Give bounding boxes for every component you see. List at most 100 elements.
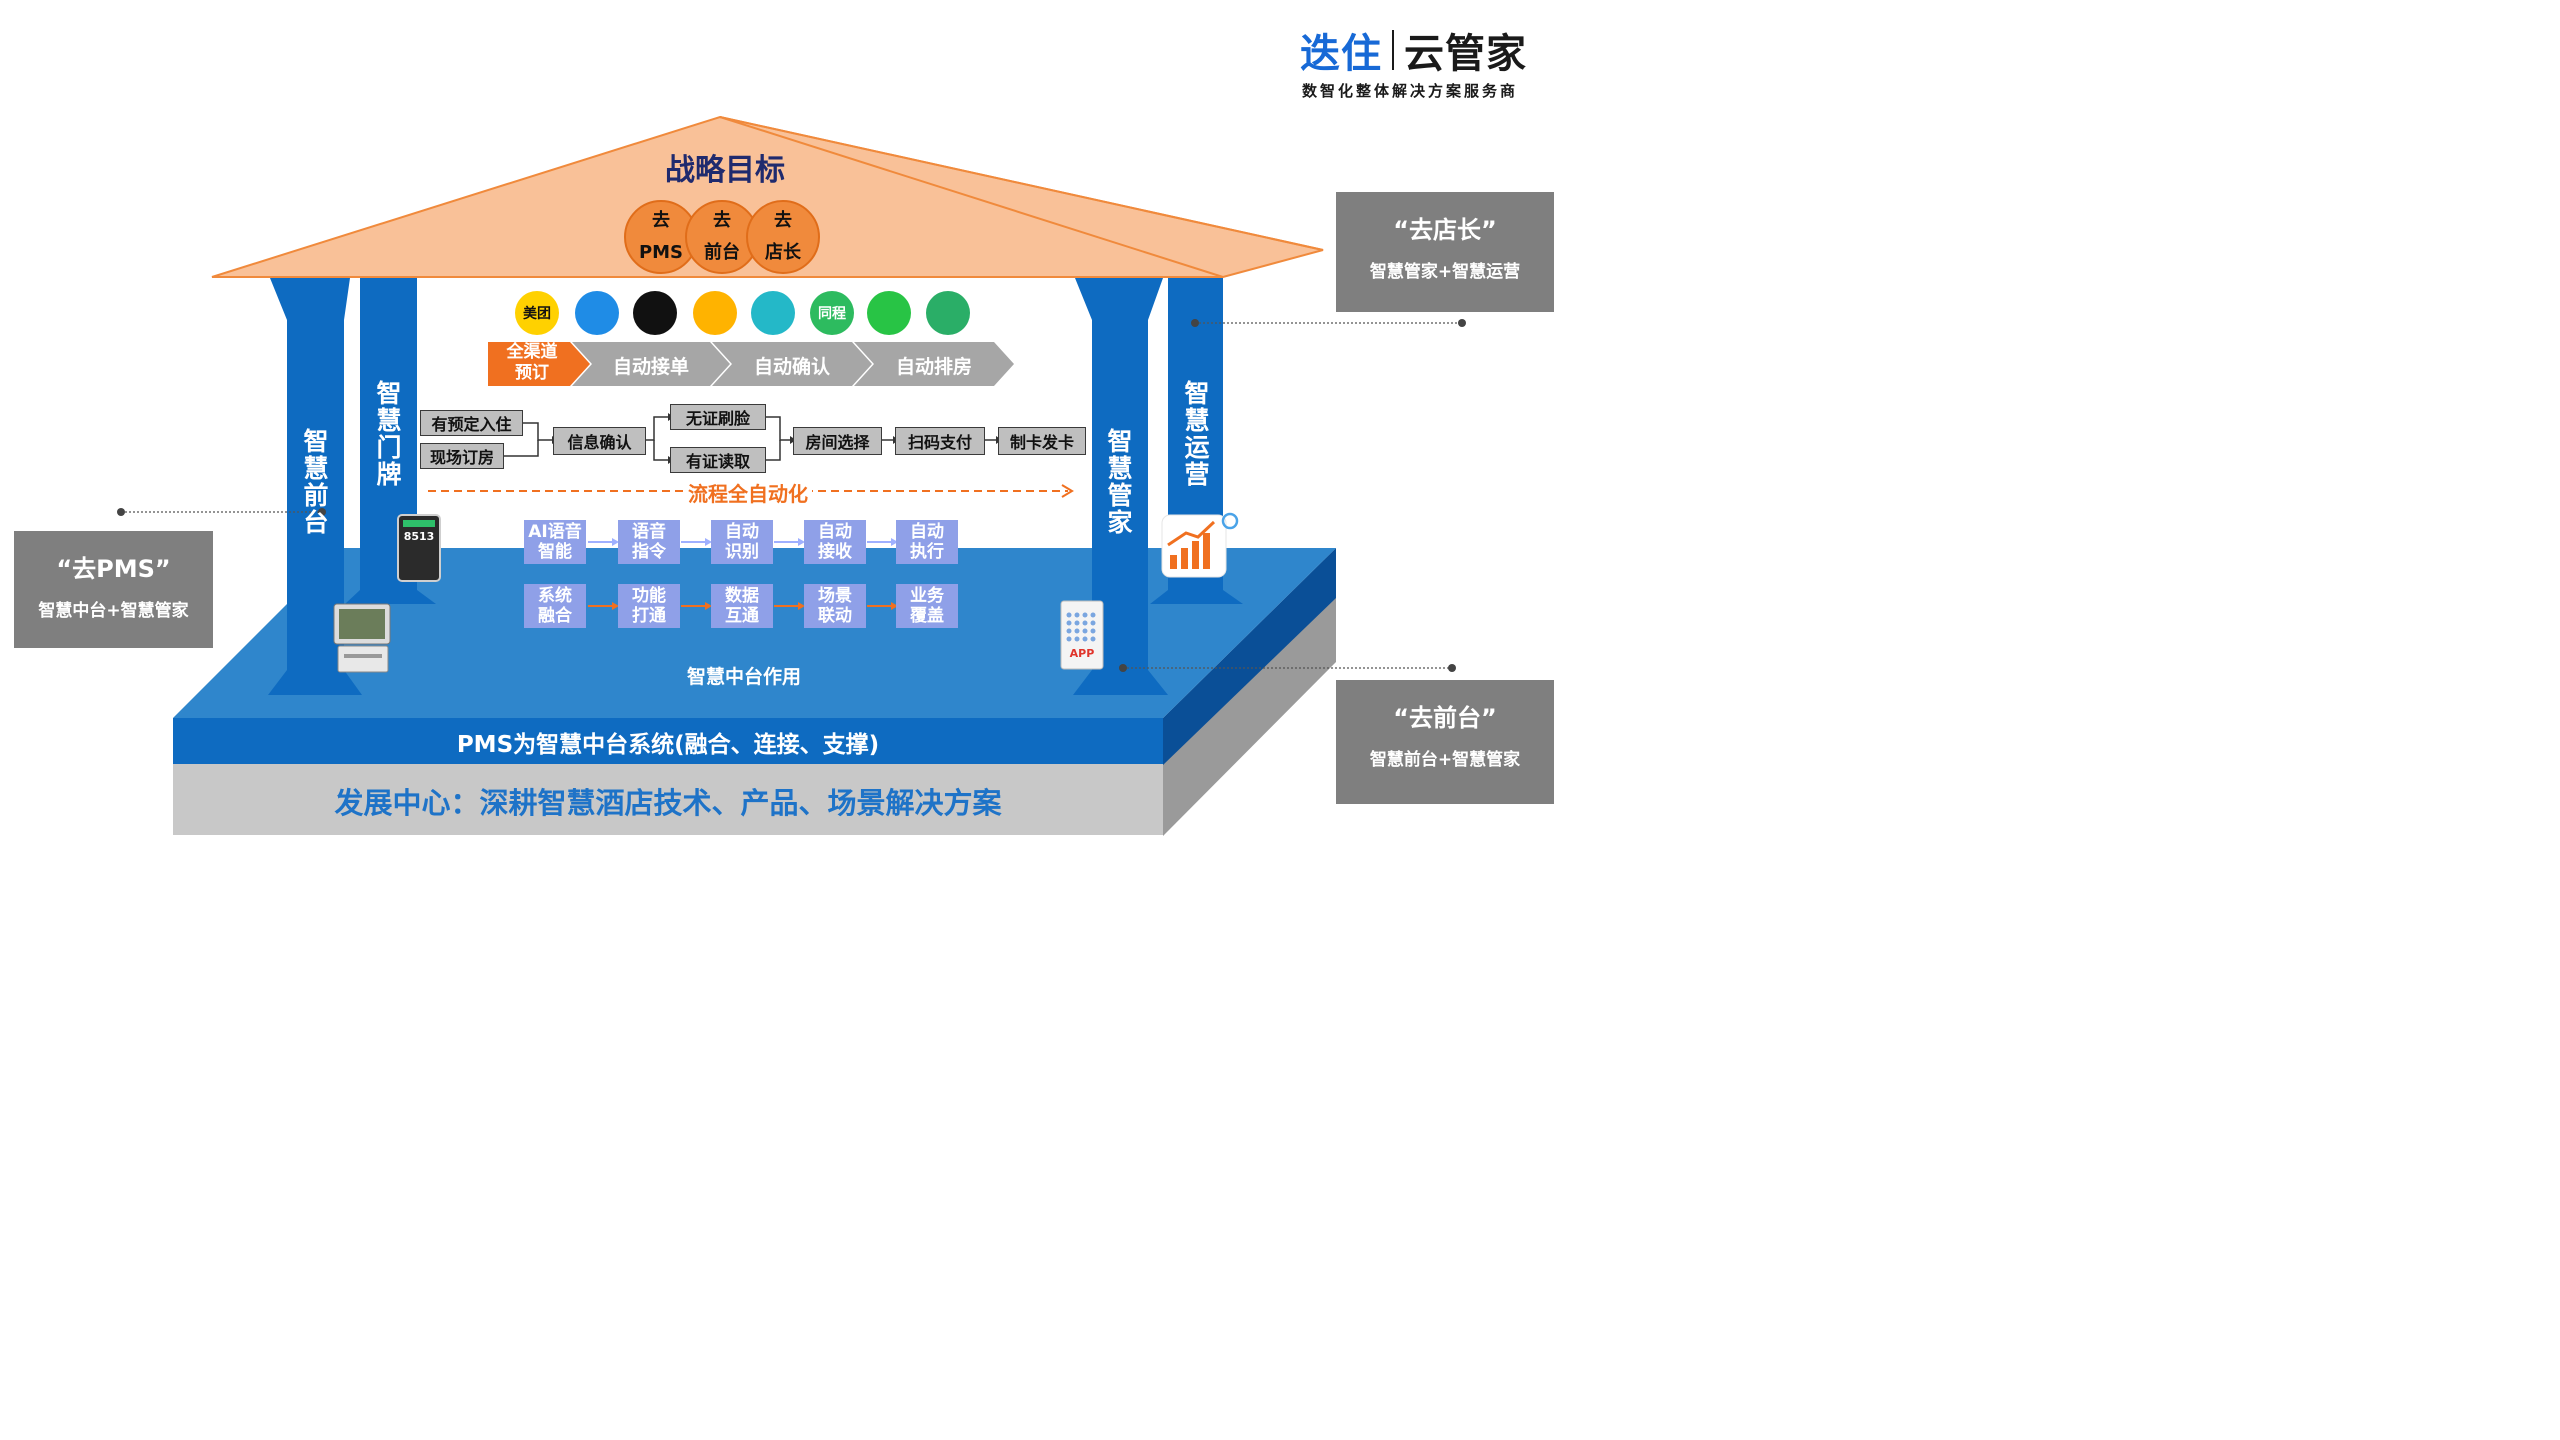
- pillar-left-outer: [268, 278, 362, 695]
- pillar-right-inner-label: 智慧管家: [1104, 428, 1133, 536]
- chevron-orange-line2: 预订: [515, 363, 549, 383]
- platform-row2-box-l1: 功能: [632, 586, 666, 606]
- callout-dots: [117, 319, 1466, 672]
- doorplate-number: 8513: [403, 530, 435, 543]
- callout-left: “去PMS” 智慧中台+智慧管家: [14, 531, 213, 648]
- kiosk-device: [333, 603, 391, 673]
- tongcheng-icon: 同程: [810, 291, 854, 335]
- platform-row2-box-l2: 覆盖: [910, 606, 944, 626]
- pillar-right-outer-label: 智慧运营: [1181, 380, 1210, 488]
- platform-caption: 智慧中台作用: [686, 666, 801, 688]
- flow-walkin-booking: 现场订房: [420, 443, 504, 469]
- platform-row2-box-l1: 系统: [538, 586, 572, 606]
- platform-row2-box: 业务覆盖: [896, 584, 958, 628]
- platform-row1-box-l1: 语音: [632, 522, 666, 542]
- tongcheng-label: 同程: [818, 306, 846, 322]
- qunar-icon: [751, 291, 795, 335]
- pillar-right-inner: [1073, 278, 1168, 695]
- callout-right-top: “去店长” 智慧管家+智慧运营: [1336, 192, 1554, 312]
- platform-row1-box-l1: 自动: [910, 522, 944, 542]
- flow-id-read: 有证读取: [670, 447, 766, 473]
- platform-row1-box-l1: AI语音: [528, 522, 582, 542]
- callout-leaders: [121, 322, 1462, 669]
- meituan-label: 美团: [523, 306, 551, 322]
- platform-row1-box: 语音指令: [618, 520, 680, 564]
- platform-row1-box: 自动执行: [896, 520, 958, 564]
- chevron-orange-label: 全渠道 预订: [490, 342, 574, 384]
- platform-row1-box-l2: 接收: [818, 542, 852, 562]
- platform-row2-box-l1: 业务: [910, 586, 944, 606]
- flow-face-scan: 无证刷脸: [670, 404, 766, 430]
- platform-row2-box: 数据互通: [711, 584, 773, 628]
- strategy-title: 战略目标: [665, 153, 785, 188]
- automation-label: 流程全自动化: [684, 478, 812, 507]
- fliggy-icon: [693, 291, 737, 335]
- chevron-orange: [488, 342, 590, 386]
- checkin-flow-connectors: [503, 416, 996, 461]
- goal-circle-pms-top: 去: [652, 210, 670, 231]
- platform-row1-box-l2: 指令: [632, 542, 666, 562]
- flow-info-confirm: 信息确认: [553, 427, 646, 455]
- douyin-icon: [633, 291, 677, 335]
- platform-row1-box: 自动识别: [711, 520, 773, 564]
- platform-row1-box-l2: 识别: [725, 542, 759, 562]
- automation-arrowhead: [1061, 484, 1074, 498]
- row1-arrowheads: [612, 538, 898, 546]
- base-band-bg: [173, 764, 1163, 835]
- chevron-3: [854, 342, 1014, 386]
- base-side-face: [1163, 592, 1336, 836]
- doorplate-device: [397, 514, 441, 582]
- flow-reserved-checkin: 有预定入住: [420, 410, 523, 436]
- pillar-left-outer-label: 智慧前台: [300, 428, 329, 536]
- ctrip-icon: [575, 291, 619, 335]
- goal-circle-frontdesk-top: 去: [713, 210, 731, 231]
- goal-circle-pms-bottom: PMS: [638, 242, 684, 263]
- platform-row1-box: 自动接收: [804, 520, 866, 564]
- chevron-2: [712, 342, 872, 386]
- goal-circle-manager-bottom: 店长: [765, 242, 801, 263]
- brand-logo: 迭住 云管家: [1300, 24, 1527, 77]
- chevron-2-label: 自动确认: [753, 356, 830, 378]
- roof-ridge-line-2: [719, 116, 1224, 278]
- house-diagram-shapes: [117, 115, 1466, 836]
- base-band: 发展中心：深耕智慧酒店技术、产品、场景解决方案: [334, 786, 1002, 820]
- growth-chart-card: [1161, 512, 1239, 578]
- pms-band-bg: [173, 718, 1163, 764]
- chevron-orange-line1: 全渠道: [506, 342, 558, 362]
- row2-arrowheads: [612, 602, 898, 610]
- chevron-1-label: 自动接单: [612, 356, 689, 378]
- platform-row2-box-l1: 场景: [818, 586, 852, 606]
- goal-circle-manager-top: 去: [774, 210, 792, 231]
- phone-app-label: APP: [1069, 647, 1095, 660]
- platform-row1-box-l1: 自动: [818, 522, 852, 542]
- brand-divider: [1392, 30, 1394, 70]
- wechat-icon: [867, 291, 911, 335]
- callout-left-sub: 智慧中台+智慧管家: [38, 601, 189, 621]
- flow-scan-pay: 扫码支付: [895, 427, 985, 455]
- brand-logo-mark: 迭住: [1300, 31, 1382, 77]
- platform-row1-box-l2: 执行: [910, 542, 944, 562]
- platform-row2-box-l2: 联动: [818, 606, 852, 626]
- chevron-3-label: 自动排房: [895, 356, 972, 378]
- miniprogram-icon: [926, 291, 970, 335]
- platform-row2-box: 场景联动: [804, 584, 866, 628]
- pms-band: PMS为智慧中台系统(融合、连接、支撑): [456, 732, 880, 758]
- pillar-left-inner-label: 智慧门牌: [373, 380, 402, 488]
- platform-row2-box-l2: 互通: [725, 606, 759, 626]
- platform-side-face: [1163, 548, 1336, 765]
- platform-row1-box-l2: 智能: [538, 542, 572, 562]
- brand-name: 云管家: [1404, 31, 1527, 77]
- platform-row1-box: AI语音智能: [524, 520, 586, 564]
- goal-circle-manager: 去 店长: [746, 200, 820, 274]
- platform-row2-box: 功能打通: [618, 584, 680, 628]
- platform-row2-box: 系统融合: [524, 584, 586, 628]
- callout-right-bottom-sub: 智慧前台+智慧管家: [1369, 750, 1521, 770]
- callout-right-top-sub: 智慧管家+智慧运营: [1369, 262, 1521, 282]
- flow-issue-card: 制卡发卡: [998, 427, 1086, 455]
- callout-left-quote: “去PMS”: [56, 555, 171, 583]
- platform-row2-box-l1: 数据: [725, 586, 759, 606]
- platform-row1-box-l1: 自动: [725, 522, 759, 542]
- callout-right-bottom: “去前台” 智慧前台+智慧管家: [1336, 680, 1554, 804]
- callout-right-top-quote: “去店长”: [1393, 216, 1497, 244]
- goal-circle-frontdesk-bottom: 前台: [704, 242, 740, 263]
